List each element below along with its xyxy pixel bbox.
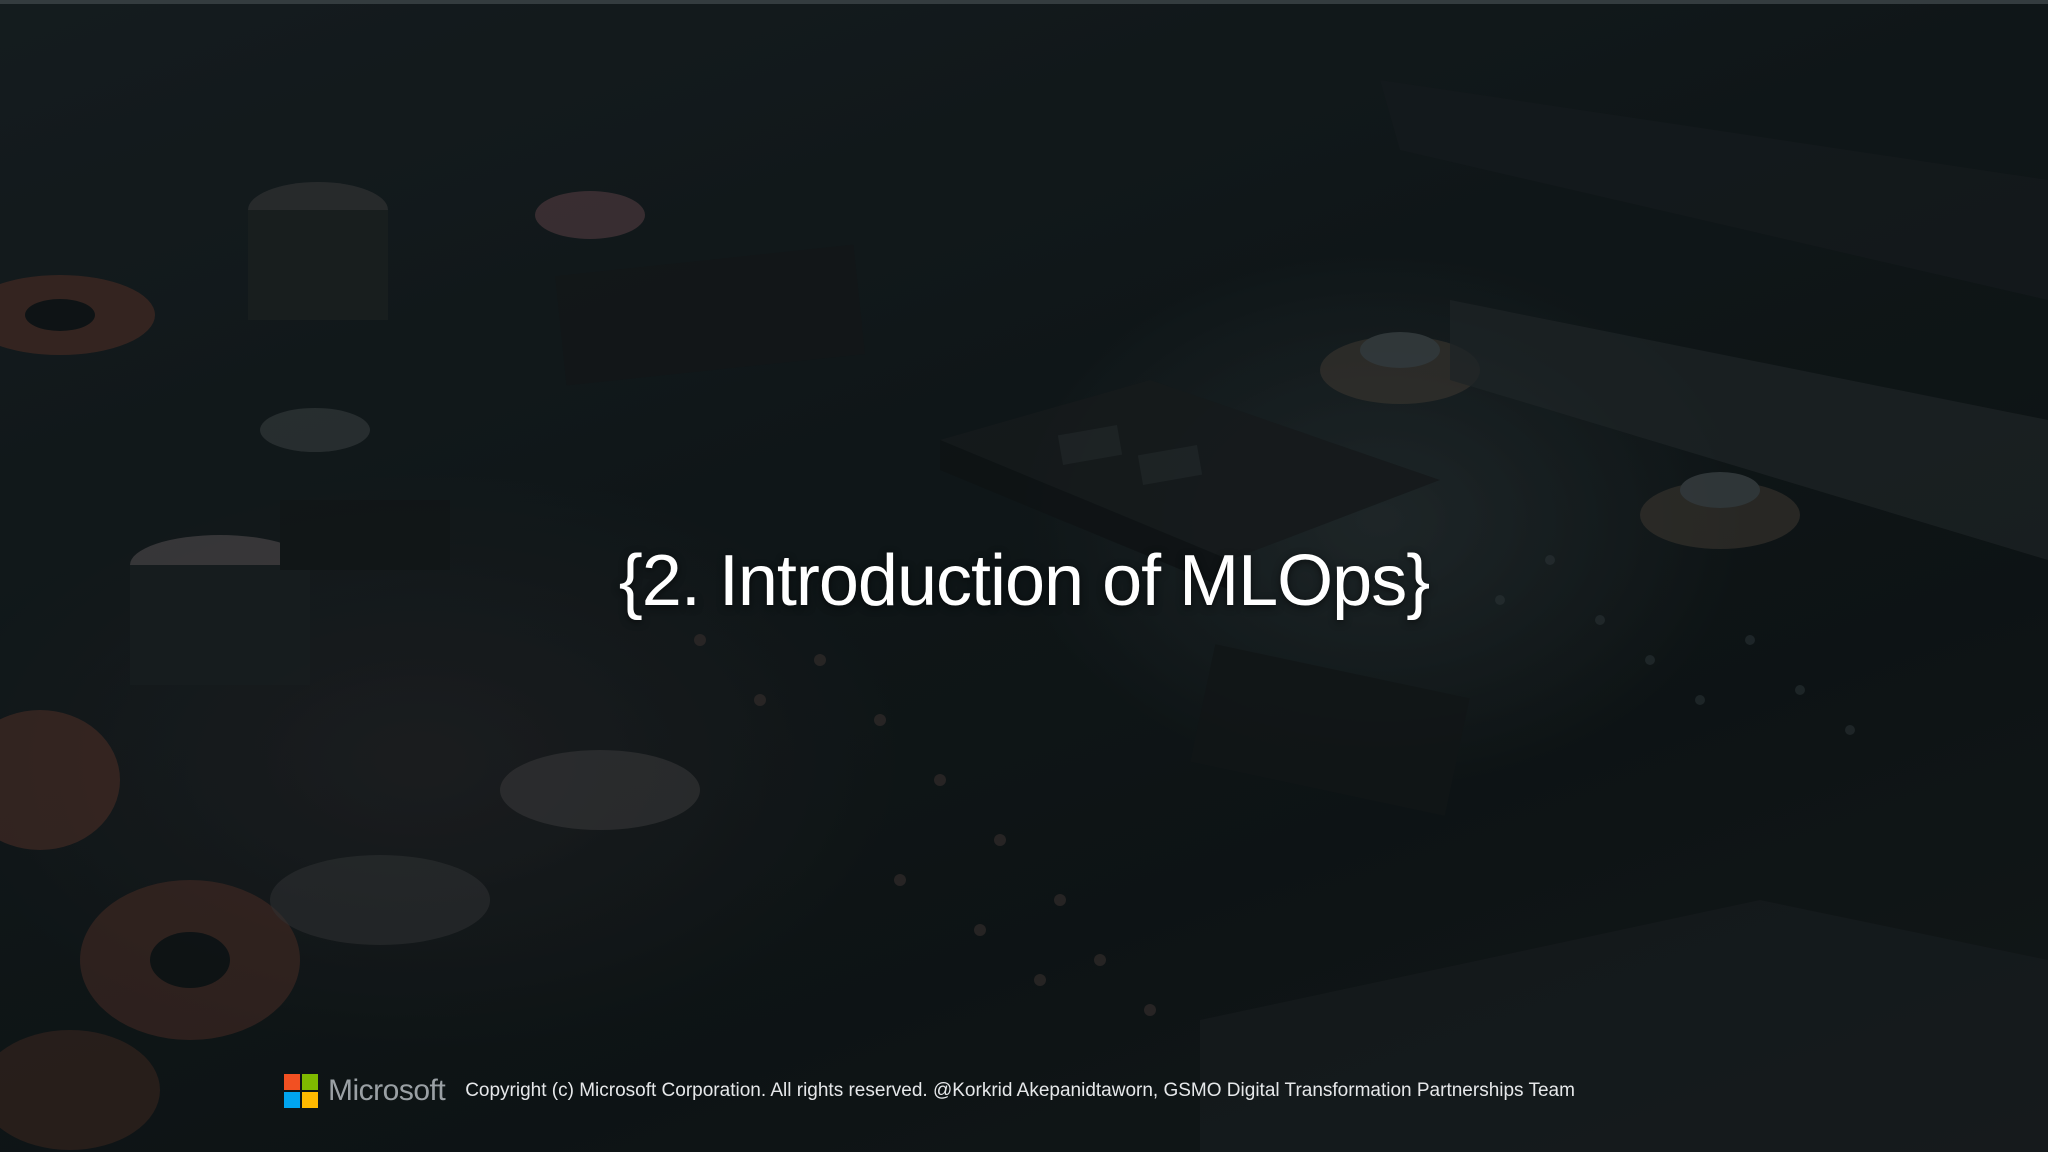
slide-footer: Microsoft Copyright (c) Microsoft Corpor… <box>284 1072 1575 1110</box>
microsoft-logo-icon <box>284 1074 318 1108</box>
logo-yellow-square <box>302 1092 318 1108</box>
logo-green-square <box>302 1074 318 1090</box>
logo-red-square <box>284 1074 300 1090</box>
top-divider <box>0 0 2048 4</box>
slide-title: {2. Introduction of MLOps} <box>618 541 1431 621</box>
copyright-text: Copyright (c) Microsoft Corporation. All… <box>465 1080 1575 1101</box>
logo-blue-square <box>284 1092 300 1108</box>
microsoft-wordmark: Microsoft <box>328 1074 446 1107</box>
